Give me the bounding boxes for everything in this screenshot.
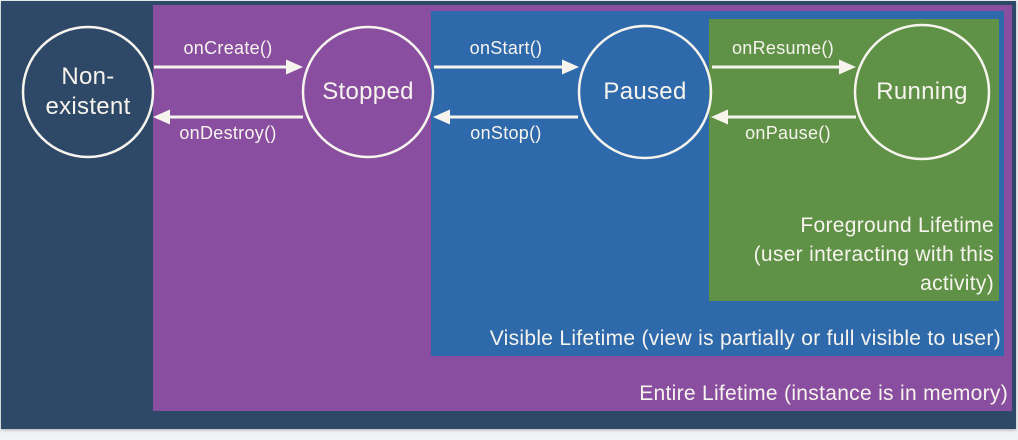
state-label-text: Running <box>876 78 968 105</box>
state-circle-stopped <box>301 25 435 159</box>
region-label-line: activity) <box>920 272 994 295</box>
state-circle-running <box>853 23 991 161</box>
state-label-text: Paused <box>603 78 687 105</box>
state-label-stopped: Stopped <box>301 25 435 159</box>
transition-label-onstop: onStop() <box>470 123 542 143</box>
state-circle-paused <box>577 24 713 160</box>
transition-label-onpause: onPause() <box>745 123 831 143</box>
transition-label-onstart: onStart() <box>469 38 543 58</box>
arrow-onstart <box>434 59 579 75</box>
transition-label-ondestroy: onDestroy() <box>179 123 277 143</box>
region-label-line: Foreground Lifetime <box>800 214 994 237</box>
arrow-oncreate <box>154 59 303 75</box>
arrow-onstop <box>433 109 578 125</box>
state-label-paused: Paused <box>578 25 712 159</box>
state-label-running: Running <box>855 25 989 159</box>
transition-label-onresume: onResume() <box>731 38 835 58</box>
state-label-non-existent: Non-existent <box>21 25 155 159</box>
region-label-entire-lifetime: Entire Lifetime (instance is in memory) <box>639 382 1008 405</box>
region-label-foreground-lifetime: Foreground Lifetime (user interacting wi… <box>754 211 994 298</box>
state-circle-non-existent <box>21 25 155 159</box>
arrow-onresume <box>712 59 856 75</box>
arrow-ondestroy <box>153 109 303 125</box>
region-label-visible-lifetime: Visible Lifetime (view is partially or f… <box>489 327 1001 350</box>
region-label-line: (user interacting with this <box>753 243 994 266</box>
state-label-text: Non-existent <box>45 63 131 120</box>
state-label-text: Stopped <box>322 78 414 105</box>
slide-canvas <box>1 1 1016 429</box>
arrow-onpause <box>711 109 856 125</box>
transition-label-oncreate: onCreate() <box>183 38 273 58</box>
